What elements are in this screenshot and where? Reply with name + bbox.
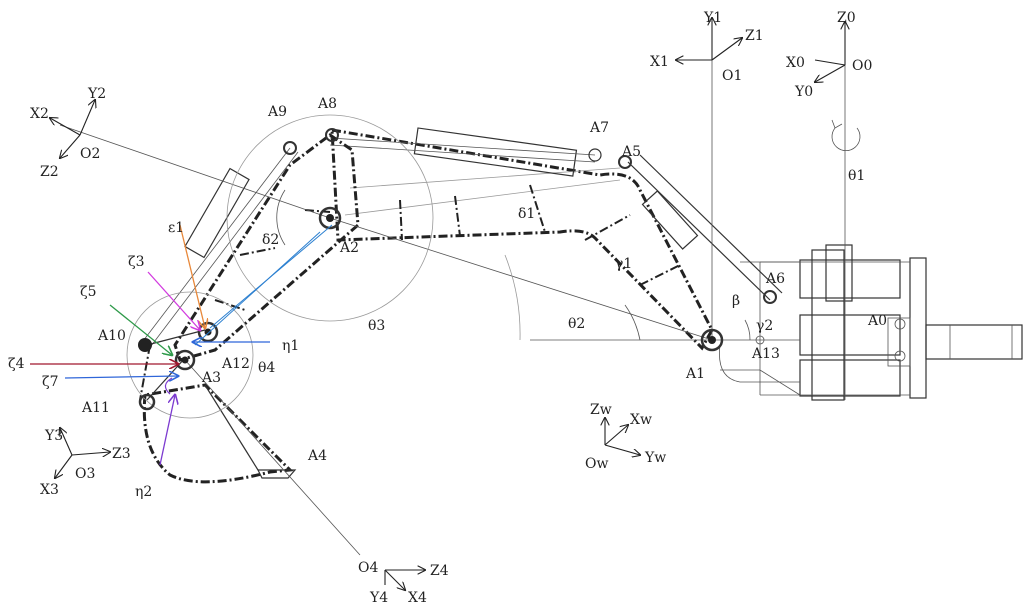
y3-label: Y3 — [44, 428, 63, 444]
point-labels: A0 A1 A2 A3 A4 A5 A6 A7 A8 A9 A10 A11 A1… — [81, 96, 887, 464]
angle-labels: θ1 θ2 θ3 θ4 δ1 δ2 γ1 γ2 β — [258, 168, 865, 376]
angle-gamma2: γ2 — [756, 318, 773, 334]
bucket — [139, 344, 297, 484]
angle-gamma1: γ1 — [615, 256, 632, 272]
point-a10: A10 — [97, 328, 126, 344]
x2-label: X2 — [30, 106, 49, 122]
vec-epsilon1: ε1 — [168, 220, 184, 236]
frame-3: Y3 Z3 O3 X3 — [40, 428, 131, 498]
yw-label: Yw — [644, 450, 666, 466]
base-mount — [719, 244, 1023, 401]
z1-label: Z1 — [745, 28, 764, 44]
angle-delta1: δ1 — [518, 206, 535, 222]
frame-4: O4 Z4 Y4 X4 — [358, 560, 449, 606]
boom — [330, 128, 714, 351]
y4-label: Y4 — [369, 590, 388, 606]
z3-label: Z3 — [112, 446, 131, 462]
point-a7: A7 — [589, 120, 609, 136]
x4-label: X4 — [408, 590, 427, 606]
vec-eta1: η1 — [282, 338, 299, 354]
boom-cylinder — [627, 154, 783, 301]
angle-theta4: θ4 — [258, 360, 275, 376]
x0-label: X0 — [786, 55, 805, 71]
ow-label: Ow — [585, 456, 608, 472]
stick-arm — [173, 133, 360, 362]
point-a1: A1 — [685, 366, 705, 382]
o4-label: O4 — [358, 560, 378, 576]
point-a13: A13 — [751, 346, 780, 362]
o0-label: O0 — [852, 58, 872, 74]
z0-label: Z0 — [837, 10, 856, 26]
point-a5: A5 — [621, 144, 641, 160]
angle-theta3: θ3 — [368, 318, 385, 334]
angle-delta2: δ2 — [262, 232, 279, 248]
vector-labels: ε1 ζ3 ζ5 ζ4 ζ7 η1 η2 — [8, 220, 299, 500]
point-a4: A4 — [307, 448, 327, 464]
frame-world: Zw Xw Yw Ow — [585, 402, 666, 472]
vec-zeta3: ζ3 — [128, 254, 145, 270]
y0-label: Y0 — [794, 84, 813, 100]
xw-label: Xw — [630, 412, 652, 428]
frame-0: Z0 X0 O0 Y0 — [786, 10, 872, 100]
vec-zeta5: ζ5 — [80, 284, 97, 300]
point-a11: A11 — [81, 400, 110, 416]
force-vectors — [30, 224, 333, 466]
z4-label: Z4 — [430, 563, 449, 579]
vec-zeta4: ζ4 — [8, 356, 25, 372]
y2-label: Y2 — [87, 86, 106, 102]
point-a0: A0 — [867, 313, 887, 329]
stick-cylinder — [329, 127, 602, 177]
y1-label: Y1 — [703, 10, 722, 26]
theta1-rotation-arrow — [831, 127, 861, 151]
z2-label: Z2 — [40, 164, 59, 180]
o1-label: O1 — [722, 68, 742, 84]
point-a3: A3 — [201, 370, 221, 386]
point-a6: A6 — [765, 271, 785, 287]
point-a12: A12 — [221, 356, 250, 372]
vec-zeta7: ζ7 — [42, 374, 59, 390]
x3-label: X3 — [40, 482, 59, 498]
point-a2: A2 — [339, 240, 359, 256]
x1-label: X1 — [650, 54, 669, 70]
point-a8: A8 — [317, 96, 337, 112]
angle-theta2: θ2 — [568, 316, 585, 332]
point-a9: A9 — [267, 104, 287, 120]
vec-eta2: η2 — [135, 484, 152, 500]
construction-lines — [59, 40, 846, 556]
zw-label: Zw — [590, 402, 612, 418]
angle-theta1: θ1 — [848, 168, 865, 184]
joints — [138, 128, 777, 411]
o3-label: O3 — [75, 466, 95, 482]
o2-label: O2 — [80, 146, 100, 162]
angle-beta: β — [732, 293, 740, 309]
bucket-cylinder — [139, 147, 299, 351]
frame-2: Y2 X2 O2 Z2 — [30, 86, 106, 180]
frame-1: Y1 X1 Z1 O1 — [650, 10, 764, 84]
